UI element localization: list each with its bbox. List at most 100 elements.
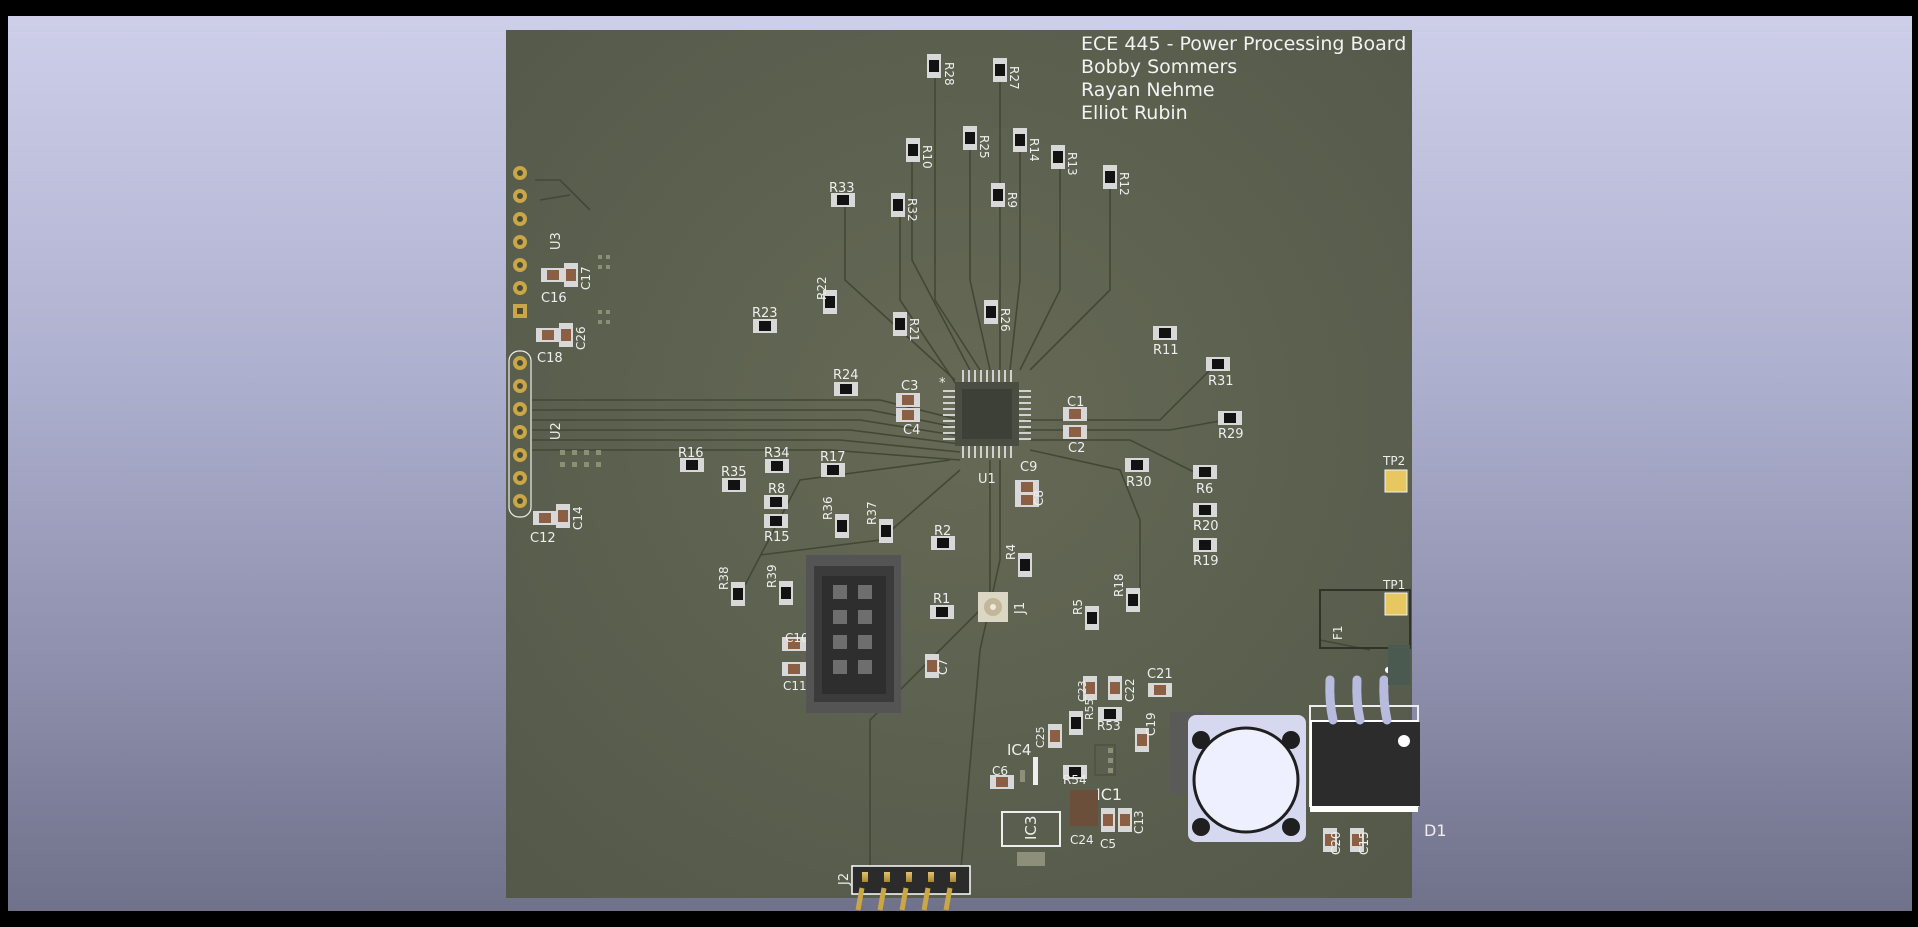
refdes-label: R5 bbox=[1071, 599, 1085, 615]
refdes-label: C3 bbox=[901, 379, 918, 394]
refdes-label: R32 bbox=[905, 198, 919, 222]
resistor-footprint bbox=[963, 126, 977, 150]
resistor-footprint bbox=[1098, 707, 1122, 721]
refdes-label: R9 bbox=[1005, 192, 1019, 208]
capacitor-footprint bbox=[1083, 676, 1097, 700]
refdes-label: C4 bbox=[903, 423, 920, 438]
resistor-footprint bbox=[993, 58, 1007, 82]
refdes-label: R39 bbox=[765, 564, 779, 588]
resistor-footprint bbox=[1206, 357, 1230, 371]
resistor-footprint bbox=[1063, 765, 1087, 779]
resistor-footprint bbox=[831, 193, 855, 207]
resistor-footprint bbox=[1069, 711, 1083, 735]
resistor-footprint bbox=[1218, 411, 1242, 425]
resistor-footprint bbox=[1018, 553, 1032, 577]
refdes-label: R19 bbox=[1193, 554, 1219, 569]
board-title-line-2: Bobby Sommers bbox=[1081, 56, 1237, 78]
resistor-footprint bbox=[927, 54, 941, 78]
viewport-frame-left bbox=[0, 0, 8, 927]
refdes-label: C24 bbox=[1070, 833, 1094, 847]
refdes-label: R14 bbox=[1027, 138, 1041, 162]
capacitor-footprint bbox=[782, 637, 806, 651]
refdes-label: U3 bbox=[549, 232, 564, 250]
refdes-label: C23 bbox=[1076, 680, 1089, 702]
d1-diode-package bbox=[1309, 667, 1420, 812]
refdes-label: R8 bbox=[768, 482, 785, 497]
capacitor-footprint bbox=[1108, 676, 1122, 700]
resistor-footprint bbox=[1193, 538, 1217, 552]
refdes-label: C18 bbox=[537, 351, 563, 366]
refdes-label: R37 bbox=[865, 501, 879, 525]
refdes-label: C5 bbox=[1100, 837, 1116, 851]
resistor-footprint bbox=[1125, 458, 1149, 472]
passive-components bbox=[533, 54, 1364, 852]
refdes-label: R23 bbox=[752, 306, 778, 321]
refdes-label: R12 bbox=[1117, 172, 1131, 196]
resistor-footprint bbox=[1085, 606, 1099, 630]
refdes-label: C2 bbox=[1068, 441, 1085, 456]
resistor-footprint bbox=[931, 536, 955, 550]
board-title-block: ECE 445 - Power Processing Board Bobby S… bbox=[1081, 33, 1406, 124]
refdes-label: C25 bbox=[1034, 726, 1047, 748]
refdes-label: R1 bbox=[933, 592, 950, 607]
refdes-label: R54 bbox=[1063, 773, 1087, 787]
refdes-label: C8 bbox=[1032, 490, 1046, 506]
refdes-label: R26 bbox=[998, 308, 1012, 332]
refdes-label: R24 bbox=[833, 368, 859, 383]
capacitor-footprint bbox=[1063, 425, 1087, 439]
resistor-footprint bbox=[991, 183, 1005, 207]
refdes-label: R15 bbox=[764, 530, 790, 545]
refdes-label: C26 bbox=[574, 326, 588, 350]
svg-text:*: * bbox=[939, 376, 946, 391]
capacitor-footprint bbox=[896, 393, 920, 407]
resistor-footprint bbox=[1153, 326, 1177, 340]
refdes-label: C21 bbox=[1147, 667, 1173, 682]
refdes-label: U1 bbox=[978, 472, 996, 487]
left-header-pins bbox=[508, 166, 532, 518]
resistor-footprint bbox=[1013, 128, 1027, 152]
refdes-label: F1 bbox=[1331, 625, 1345, 640]
refdes-label: R53 bbox=[1097, 719, 1121, 733]
refdes-label: R35 bbox=[721, 465, 747, 480]
board-title-line-1: ECE 445 - Power Processing Board bbox=[1081, 33, 1406, 55]
resistor-footprint bbox=[834, 382, 858, 396]
viewport-frame-top bbox=[0, 0, 1918, 16]
capacitor-footprint bbox=[925, 654, 939, 678]
refdes-label: R25 bbox=[977, 135, 991, 159]
refdes-label: C20 bbox=[1329, 831, 1343, 855]
capacitor-footprint bbox=[1148, 683, 1172, 697]
refdes-label: R22 bbox=[815, 276, 829, 300]
refdes-label: R38 bbox=[717, 566, 731, 590]
refdes-label: R30 bbox=[1126, 475, 1152, 490]
test-points bbox=[1384, 469, 1408, 616]
capacitor-footprint bbox=[541, 268, 565, 282]
capacitor-footprint bbox=[1135, 728, 1149, 752]
j1-ufl-connector bbox=[978, 592, 1008, 622]
refdes-label: R18 bbox=[1112, 573, 1126, 597]
capacitor-footprint bbox=[1015, 480, 1039, 494]
f1-fuse-area bbox=[1319, 589, 1411, 685]
resistor-footprint bbox=[753, 319, 777, 333]
refdes-label: R17 bbox=[820, 450, 846, 465]
refdes-label: R13 bbox=[1065, 152, 1079, 176]
refdes-label: C22 bbox=[1123, 678, 1137, 702]
refdes-label: J2 bbox=[837, 873, 852, 886]
refdes-label: C13 bbox=[1132, 810, 1146, 834]
resistor-footprint bbox=[1193, 465, 1217, 479]
refdes-label: R33 bbox=[829, 181, 855, 196]
refdes-label: C16 bbox=[541, 291, 567, 306]
viewport-frame-right bbox=[1912, 0, 1918, 927]
capacitor-footprint bbox=[564, 263, 578, 287]
refdes-label: U2 bbox=[549, 422, 564, 440]
refdes-label: IC3 bbox=[1022, 816, 1040, 840]
refdes-label: R20 bbox=[1193, 519, 1219, 534]
regulator-ics bbox=[1001, 744, 1116, 866]
resistor-footprint bbox=[765, 459, 789, 473]
resistor-footprint bbox=[835, 514, 849, 538]
resistor-footprint bbox=[823, 290, 837, 314]
resistor-footprint bbox=[893, 312, 907, 336]
refdes-label: TP1 bbox=[1382, 578, 1405, 592]
